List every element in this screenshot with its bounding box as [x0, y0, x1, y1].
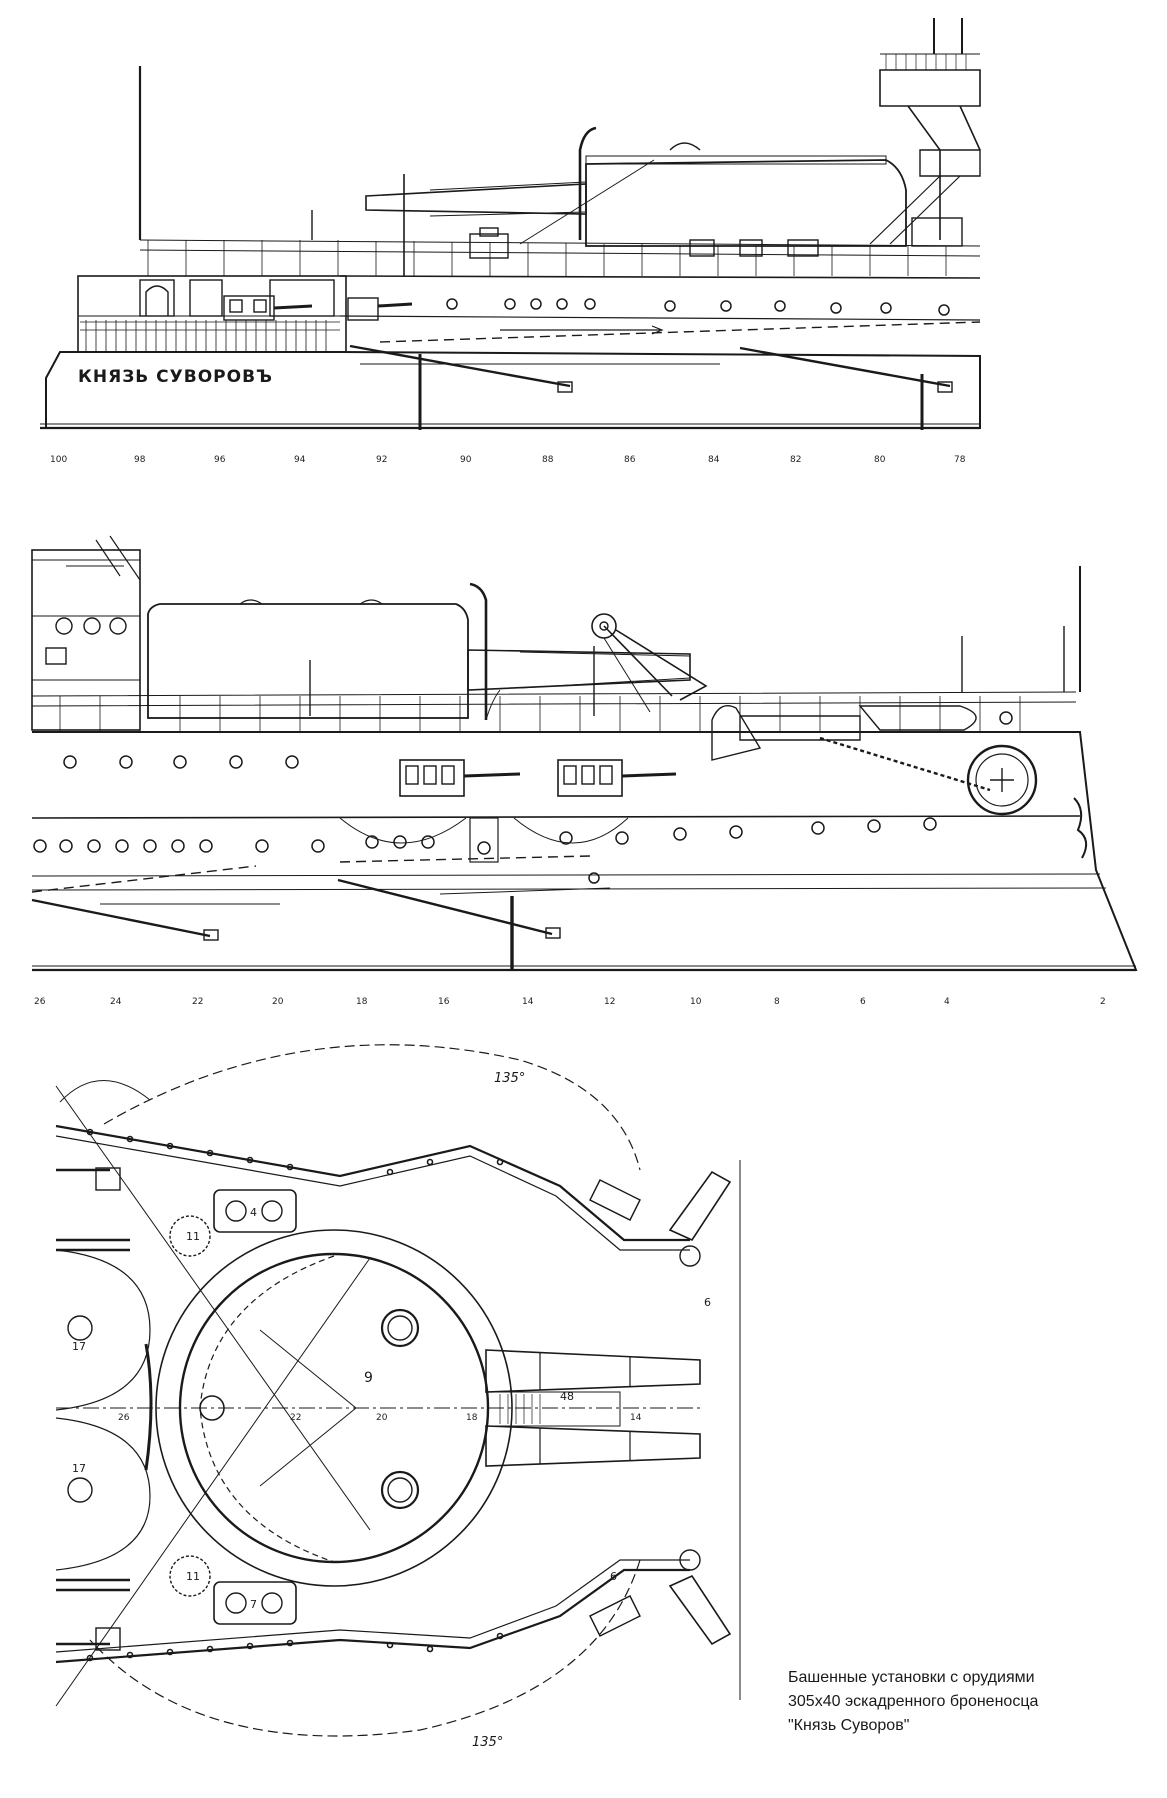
svg-text:98: 98 [134, 455, 146, 465]
svg-text:26: 26 [118, 1413, 130, 1423]
aft-portholes [446, 298, 950, 316]
svg-text:16: 16 [438, 997, 450, 1007]
svg-text:10: 10 [690, 997, 702, 1007]
svg-text:17: 17 [72, 1462, 86, 1475]
barbette [155, 1229, 513, 1587]
svg-text:12: 12 [604, 997, 615, 1007]
svg-text:11: 11 [186, 1570, 200, 1583]
svg-text:96: 96 [214, 455, 226, 465]
aft-gun-barrels [365, 183, 587, 215]
forward-gun-barrels [467, 649, 691, 691]
aft-frame-scale: 100 98 96 94 92 90 88 86 84 82 80 78 [50, 455, 966, 465]
svg-text:14: 14 [522, 997, 534, 1007]
svg-text:17: 17 [72, 1340, 86, 1353]
drawing-turret-plan [55, 1044, 741, 1737]
svg-text:48: 48 [560, 1390, 574, 1403]
forward-portholes [33, 711, 1013, 884]
svg-text:4: 4 [250, 1206, 257, 1219]
figure-caption: Башенные установки с орудиями 305х40 эск… [788, 1666, 1148, 1738]
svg-text:8: 8 [774, 997, 780, 1007]
svg-text:94: 94 [294, 455, 306, 465]
svg-text:20: 20 [272, 997, 284, 1007]
svg-text:22: 22 [290, 1413, 301, 1423]
svg-text:2: 2 [1100, 997, 1106, 1007]
deck-edge-top [55, 1124, 690, 1242]
caption-line-1: Башенные установки с орудиями [788, 1669, 1035, 1686]
svg-text:84: 84 [708, 455, 720, 465]
svg-text:КНЯЗЬ СУВОРОВЪ: КНЯЗЬ СУВОРОВЪ [78, 367, 273, 387]
angle-label-bottom: 135° [472, 1735, 503, 1750]
svg-text:92: 92 [376, 455, 387, 465]
hull-aft [45, 351, 981, 429]
svg-text:7: 7 [250, 1598, 257, 1611]
svg-text:90: 90 [460, 455, 472, 465]
svg-text:11: 11 [186, 1230, 200, 1243]
turret-plan-labels: 135° 135° 9 26 22 20 18 14 4 11 17 17 11… [72, 1071, 711, 1750]
aft-net-boom [349, 344, 571, 388]
hawse-pipe [966, 744, 1038, 816]
svg-text:22: 22 [192, 997, 203, 1007]
svg-text:80: 80 [874, 455, 886, 465]
svg-text:82: 82 [790, 455, 801, 465]
svg-text:100: 100 [50, 455, 67, 465]
svg-text:88: 88 [542, 455, 554, 465]
caption-line-3: "Князь Суворов" [788, 1717, 910, 1734]
svg-text:18: 18 [466, 1413, 478, 1423]
svg-text:78: 78 [954, 455, 966, 465]
angle-label-top: 135° [494, 1071, 525, 1086]
aft-ship-name-label: КНЯЗЬ СУВОРОВЪ [78, 367, 273, 387]
svg-text:26: 26 [34, 997, 46, 1007]
svg-text:6: 6 [610, 1570, 617, 1583]
deck-edge-bottom [55, 1568, 690, 1664]
svg-text:6: 6 [860, 997, 866, 1007]
drawing-aft-profile [40, 18, 981, 430]
drawing-forward-profile [31, 535, 1138, 972]
aft-main-turret [585, 159, 907, 247]
svg-text:86: 86 [624, 455, 636, 465]
svg-text:18: 18 [356, 997, 368, 1007]
svg-text:20: 20 [376, 1413, 388, 1423]
plan-barrel-upper [485, 1349, 701, 1393]
svg-text:14: 14 [630, 1413, 642, 1423]
svg-text:4: 4 [944, 997, 950, 1007]
forward-casemate-guns [339, 759, 677, 844]
forward-frame-scale: 26 24 22 20 18 16 14 12 10 8 6 4 2 [34, 997, 1106, 1007]
training-arc [89, 1044, 641, 1737]
svg-text:24: 24 [110, 997, 122, 1007]
center-label: 9 [364, 1370, 373, 1386]
svg-text:6: 6 [704, 1296, 711, 1309]
forward-main-turret [147, 603, 469, 719]
plan-barrel-lower [485, 1425, 701, 1467]
caption-line-2: 305х40 эскадренного броненосца [788, 1693, 1039, 1710]
